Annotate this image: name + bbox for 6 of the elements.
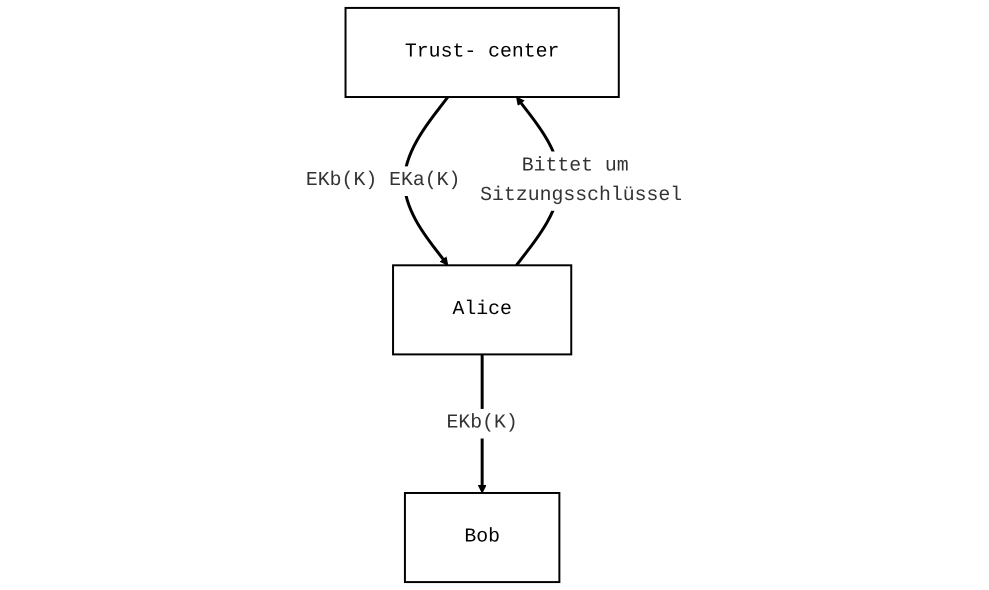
edge-label: Bittet um Sitzungsschlüssel: [480, 154, 683, 207]
node-box: Alice: [392, 264, 573, 356]
node-box: Bob: [404, 492, 561, 584]
node-box: Trust- center: [345, 6, 620, 98]
edge-label: EKb(K) EKa(K): [306, 169, 461, 192]
edge-label: EKb(K): [446, 412, 518, 435]
